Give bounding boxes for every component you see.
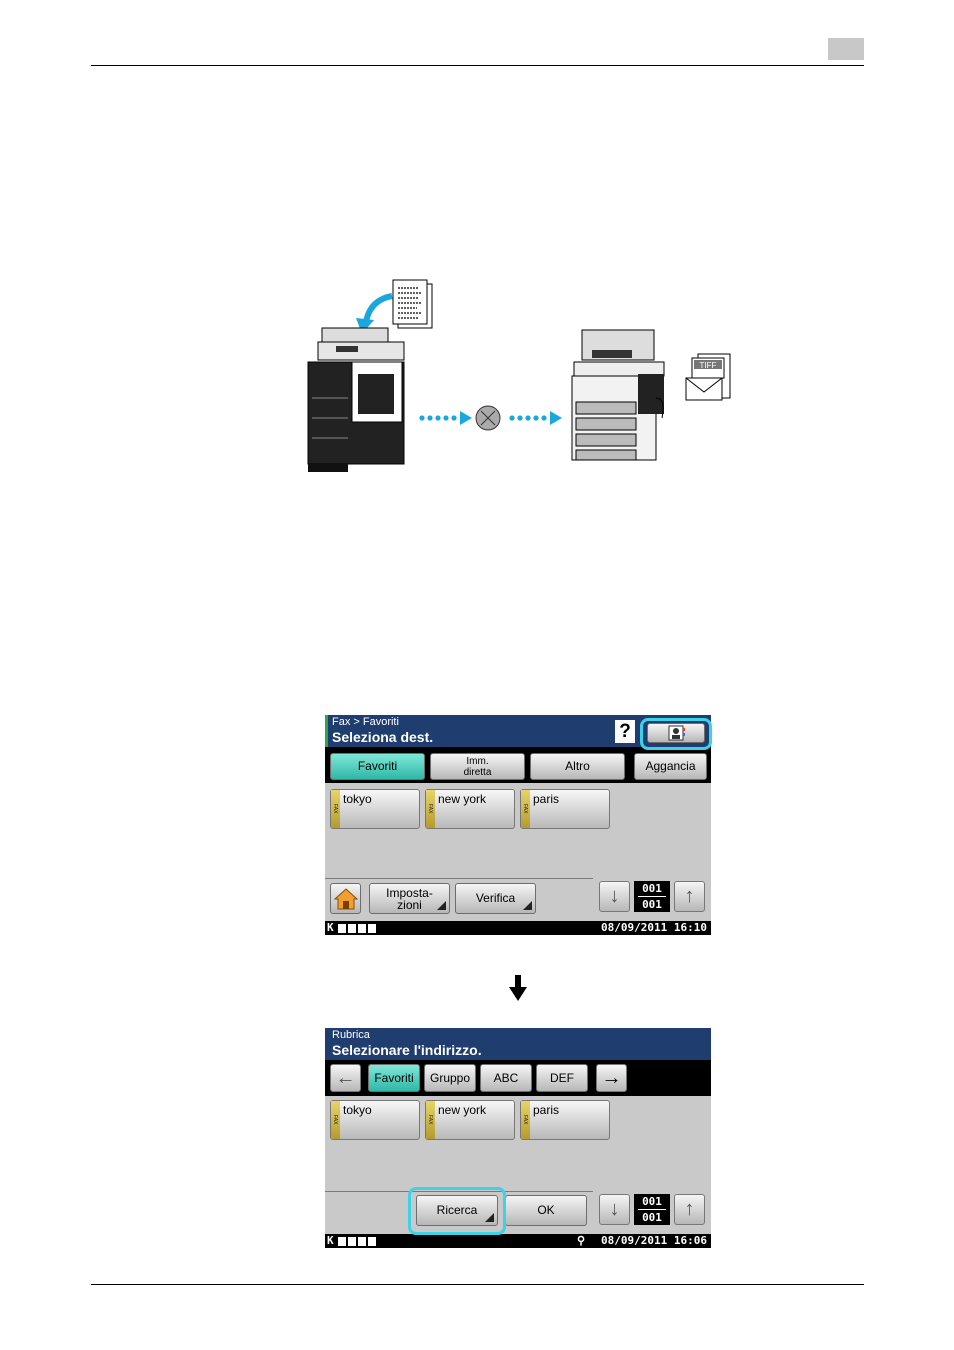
ok-button[interactable]: OK <box>505 1195 587 1226</box>
destination-paris[interactable]: FAX paris <box>520 789 610 829</box>
header-rule <box>91 65 864 66</box>
date-time: 08/09/2011 16:10 <box>601 921 707 934</box>
destination-tokyo[interactable]: FAX tokyo <box>330 789 420 829</box>
arrow-up-icon: ↑ <box>684 1198 695 1220</box>
destination-name: new york <box>438 1103 487 1117</box>
submenu-indicator-icon <box>485 1213 494 1222</box>
tab-altro[interactable]: Altro <box>530 753 625 780</box>
tab-favoriti[interactable]: Favoriti <box>368 1064 420 1092</box>
usb-icon: ⚲ <box>576 1234 585 1247</box>
tab-scroll-left-button[interactable]: ← <box>330 1064 361 1092</box>
page-number-box <box>828 38 864 60</box>
ricerca-label: Ricerca <box>436 1203 478 1217</box>
destination-name: tokyo <box>343 792 372 806</box>
scroll-down-button[interactable]: ↓ <box>599 1194 630 1225</box>
breadcrumb: Fax > Favoriti <box>332 716 399 728</box>
status-bar: K 08/09/2011 16:10 <box>325 921 711 935</box>
home-icon <box>333 888 358 910</box>
submenu-indicator-icon <box>523 901 532 910</box>
footer-rule <box>91 1284 864 1285</box>
tiff-email-icon: TIFF <box>685 353 731 401</box>
feed-arrow-icon <box>363 293 393 323</box>
arrow-up-icon: ↑ <box>684 885 695 907</box>
destination-name: paris <box>533 792 560 806</box>
bottom-divider <box>325 878 593 879</box>
page-total: 001 <box>642 898 662 911</box>
destination-paris[interactable]: FAX paris <box>520 1100 610 1140</box>
arrow-down-icon: ↓ <box>609 885 620 907</box>
scroll-up-button[interactable]: ↑ <box>674 1194 705 1225</box>
destination-name: paris <box>533 1103 560 1117</box>
impostazioni-label: Imposta- zioni <box>386 886 433 912</box>
toner-level-icon <box>338 1236 380 1246</box>
fax-type-tag: FAX <box>331 1101 340 1139</box>
original-document-icon <box>392 279 433 329</box>
tiff-label: TIFF <box>700 361 717 370</box>
screen-header: Fax > Favoriti Seleziona dest. ? <box>325 715 711 747</box>
tab-abc[interactable]: ABC <box>480 1064 532 1092</box>
fax-type-tag: FAX <box>426 790 435 828</box>
arrow-left-icon: ← <box>335 1067 356 1089</box>
aggancia-button[interactable]: Aggancia <box>634 753 707 780</box>
breadcrumb: Rubrica <box>332 1029 370 1041</box>
transmission-arrow-icon <box>419 411 562 425</box>
destination-tokyo[interactable]: FAX tokyo <box>330 1100 420 1140</box>
address-book-button[interactable] <box>647 723 705 743</box>
bottom-divider <box>325 1191 593 1192</box>
screen-title: Selezionare l'indirizzo. <box>332 1042 482 1058</box>
fax-type-tag: FAX <box>521 1101 530 1139</box>
impostazioni-button[interactable]: Imposta- zioni <box>369 883 450 914</box>
status-bar: K ⚲ 08/09/2011 16:06 <box>325 1234 711 1248</box>
address-book-icon <box>668 725 685 741</box>
fax-select-destination-screen: Fax > Favoriti Seleziona dest. ? Favorit… <box>325 715 711 935</box>
page-current: 001 <box>642 882 662 895</box>
toner-label: K <box>327 1234 334 1247</box>
tab-scroll-right-button[interactable]: → <box>596 1064 627 1092</box>
next-step-arrow-icon <box>509 975 527 1001</box>
tab-imm-diretta[interactable]: Imm. diretta <box>430 753 525 780</box>
verifica-label: Verifica <box>475 891 516 905</box>
tab-def[interactable]: DEF <box>536 1064 588 1092</box>
screen-header: Rubrica Selezionare l'indirizzo. <box>325 1028 711 1060</box>
page-total: 001 <box>642 1211 662 1224</box>
destination-name: new york <box>438 792 487 806</box>
toner-label: K <box>327 921 334 934</box>
fax-to-email-illustration: TIFF <box>307 279 731 472</box>
destination-name: tokyo <box>343 1103 372 1117</box>
toner-level-icon <box>338 923 380 933</box>
tab-favoriti[interactable]: Favoriti <box>330 753 425 780</box>
sending-mfp-icon <box>307 327 405 472</box>
header-accent <box>325 715 328 747</box>
fax-type-tag: FAX <box>521 790 530 828</box>
arrow-right-icon: → <box>601 1067 622 1089</box>
arrow-down-icon: ↓ <box>609 1198 620 1220</box>
screen-title: Seleziona dest. <box>332 729 434 745</box>
page-counter: 001 001 <box>634 1194 670 1225</box>
fax-type-tag: FAX <box>331 790 340 828</box>
receiving-mfp-icon <box>571 329 665 461</box>
ricerca-highlight <box>408 1187 506 1235</box>
submenu-indicator-icon <box>437 901 446 910</box>
destination-new-york[interactable]: FAX new york <box>425 1100 515 1140</box>
destination-new-york[interactable]: FAX new york <box>425 789 515 829</box>
tab-gruppo[interactable]: Gruppo <box>424 1064 476 1092</box>
address-book-screen: Rubrica Selezionare l'indirizzo. ← Favor… <box>325 1028 711 1248</box>
ricerca-button[interactable]: Ricerca <box>416 1195 498 1226</box>
date-time: 08/09/2011 16:06 <box>601 1234 707 1247</box>
address-book-highlight <box>640 718 712 750</box>
page-current: 001 <box>642 1195 662 1208</box>
home-button[interactable] <box>330 883 361 914</box>
scroll-up-button[interactable]: ↑ <box>674 881 705 912</box>
network-node-icon <box>475 405 501 431</box>
verifica-button[interactable]: Verifica <box>455 883 536 914</box>
help-button[interactable]: ? <box>615 720 635 743</box>
scroll-down-button[interactable]: ↓ <box>599 881 630 912</box>
page-counter: 001 001 <box>634 881 670 912</box>
fax-type-tag: FAX <box>426 1101 435 1139</box>
